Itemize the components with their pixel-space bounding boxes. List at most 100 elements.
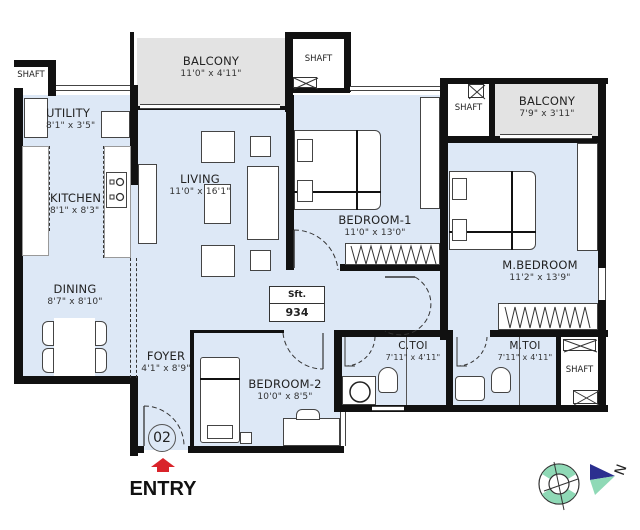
stove-icon xyxy=(106,172,127,208)
wall xyxy=(448,136,603,143)
room-label-master-toilet: M.TOI 7'11" x 4'11" xyxy=(497,340,553,362)
bedside-table xyxy=(297,139,313,162)
side-table xyxy=(240,432,252,444)
shower-partition xyxy=(519,337,520,405)
shaft-vent-icon xyxy=(293,77,319,90)
wall xyxy=(188,446,344,453)
room-label-bedroom1: BEDROOM-1 11'0" x 13'0" xyxy=(338,213,412,238)
shaft-left-box xyxy=(14,67,48,85)
wash-basin xyxy=(342,376,376,405)
wall xyxy=(556,335,561,410)
door-swing-master xyxy=(384,276,432,336)
wall xyxy=(14,60,56,67)
wardrobe-bedroom1 xyxy=(420,97,440,209)
wall xyxy=(344,32,351,92)
wall xyxy=(130,446,144,453)
armchair xyxy=(201,245,235,277)
wall xyxy=(489,84,495,140)
room-label-bedroom2: BEDROOM-2 10'0" x 8'5" xyxy=(248,377,322,402)
bedside-table xyxy=(452,178,467,200)
area-label: Sft. xyxy=(270,287,324,304)
shaft-vent-icon xyxy=(468,84,486,100)
bed-line xyxy=(356,130,358,210)
shaft-vent-icon xyxy=(563,339,598,353)
wall xyxy=(334,330,342,410)
shower-partition xyxy=(406,337,407,405)
wall xyxy=(340,264,440,271)
shaft-top-label: SHAFT xyxy=(304,54,333,64)
dining-chair xyxy=(42,348,54,373)
room-label-balcony-master: BALCONY 7'9" x 3'11" xyxy=(518,94,576,119)
wash-basin xyxy=(455,376,485,401)
room-label-balcony-living: BALCONY 11'0" x 4'11" xyxy=(180,54,242,79)
wall xyxy=(598,300,606,410)
balcony-living-area xyxy=(137,38,285,106)
shaft-mid-label: SHAFT xyxy=(454,103,483,113)
wall xyxy=(440,78,448,340)
wall xyxy=(130,376,138,456)
door-swing-bedroom1 xyxy=(293,229,339,271)
kitchen-dining-divider xyxy=(130,258,131,378)
wall xyxy=(292,88,350,93)
coffee-table xyxy=(204,184,231,224)
area-value: 934 xyxy=(285,306,309,319)
dining-chair xyxy=(42,321,54,346)
area-box: Sft. 934 xyxy=(269,286,325,322)
window xyxy=(598,268,606,300)
bed-line xyxy=(294,191,381,193)
wall xyxy=(286,95,294,270)
door-swing-bedroom2 xyxy=(282,332,324,370)
wall xyxy=(285,32,293,112)
door-swing-ctoi xyxy=(344,336,376,367)
balcony-master-area xyxy=(494,82,600,136)
wall xyxy=(130,85,138,185)
window xyxy=(140,104,280,109)
wardrobe-master xyxy=(577,143,598,251)
bedside-table xyxy=(452,219,467,241)
wall xyxy=(14,376,138,384)
study-chair xyxy=(296,409,320,420)
bed-line xyxy=(511,171,513,250)
dining-chair xyxy=(95,348,107,373)
window xyxy=(372,406,404,411)
entry-label: ENTRY xyxy=(129,478,197,500)
window xyxy=(56,85,130,91)
wall xyxy=(334,405,608,412)
room-label-kitchen: KITCHEN 8'1" x 8'3" xyxy=(50,191,102,216)
room-label-common-toilet: C.TOI 7'11" x 4'11" xyxy=(385,340,441,362)
shaft-left-label: SHAFT xyxy=(17,70,45,80)
wall xyxy=(598,78,606,268)
wall xyxy=(490,330,608,337)
utility-sink xyxy=(24,98,48,138)
room-label-dining: DINING 8'7" x 8'10" xyxy=(47,282,103,307)
shaft-vent-icon xyxy=(573,390,600,406)
window xyxy=(340,412,346,446)
wall xyxy=(130,32,134,112)
counter-edge xyxy=(103,146,104,258)
bed-line xyxy=(200,378,240,380)
door-swing-mtoi xyxy=(456,336,488,367)
toilet-seat xyxy=(491,367,511,393)
wall xyxy=(440,78,608,84)
dining-table xyxy=(54,318,95,376)
study-desk xyxy=(283,418,340,446)
dining-chair xyxy=(95,321,107,346)
side-table xyxy=(250,136,271,157)
bed-line xyxy=(449,231,536,233)
room-label-master-bedroom: M.BEDROOM 11'2" x 13'9" xyxy=(502,258,578,283)
wall xyxy=(48,60,56,96)
wall xyxy=(14,88,23,384)
bedside-table xyxy=(297,180,313,202)
room-label-foyer: FOYER 4'1" x 8'9" xyxy=(141,349,191,374)
wall xyxy=(190,330,194,450)
tv-unit xyxy=(138,164,157,244)
window xyxy=(350,86,440,91)
room-label-utility: UTILITY 8'1" x 3'5" xyxy=(46,106,96,131)
wardrobe-sliding xyxy=(498,303,598,330)
kitchen-dining-divider xyxy=(136,258,137,378)
window xyxy=(500,134,592,139)
pillow xyxy=(207,425,233,439)
wardrobe-sliding xyxy=(345,243,440,266)
door-swing-entry xyxy=(143,405,185,447)
wall xyxy=(446,330,453,410)
